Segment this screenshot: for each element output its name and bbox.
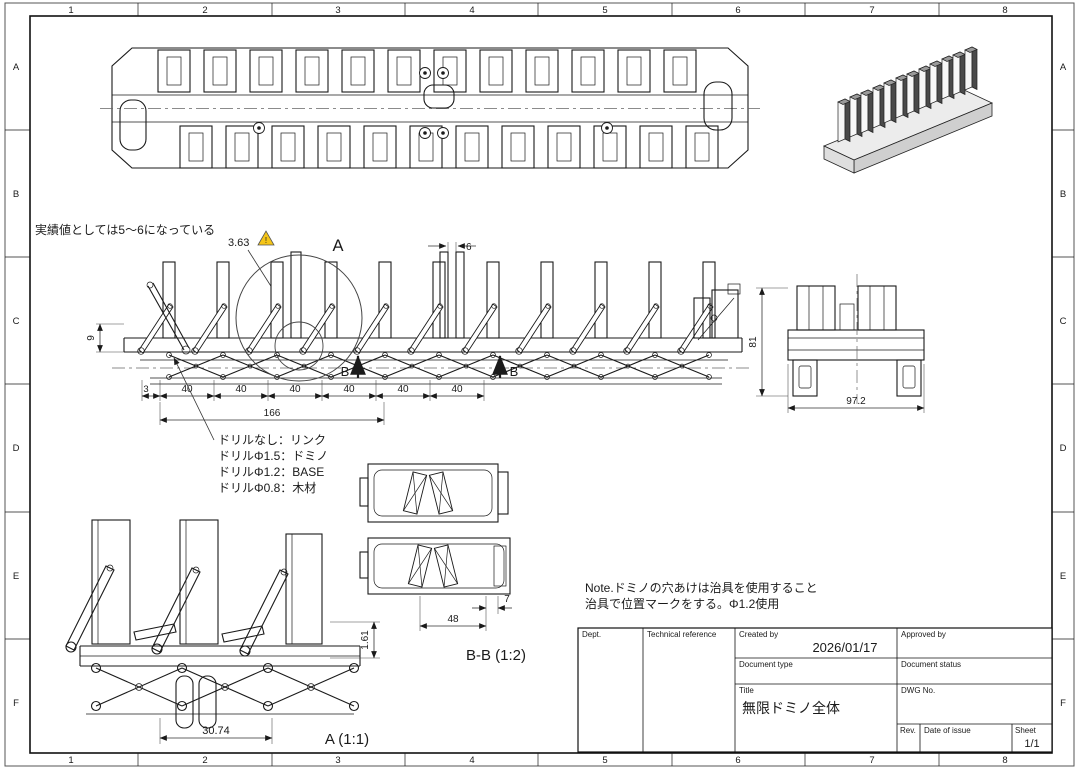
grid-label: 7 [869,5,874,16]
legend-line: ドリルΦ1.2：BASE [218,465,324,479]
dim-label: 40 [289,384,301,395]
titleblock-label-technical-reference: Technical reference [647,630,717,639]
grid-label: E [13,571,19,582]
dim-label: 40 [235,384,247,395]
legend-line: ドリルなし：リンク [218,433,326,447]
dim-label: 1.61 [360,630,371,650]
grid-label: 1 [68,5,73,16]
grid-label: F [13,698,19,709]
dim-label: 40 [343,384,355,395]
titleblock-label-title: Title [739,686,754,695]
dim-label: 97.2 [846,396,866,407]
dim-label: 7 [504,594,510,605]
drill-legend: ドリルなし：リンク ドリルΦ1.5：ドミノ ドリルΦ1.2：BASE ドリルΦ0… [218,433,328,495]
grid-label: 2 [202,755,207,766]
legend-line: ドリルΦ1.5：ドミノ [218,449,328,463]
grid-label: F [1060,698,1066,709]
legend-line: ドリルΦ0.8：木材 [218,481,316,495]
section-label: B [510,364,519,379]
grid-label: E [1060,571,1066,582]
grid-label: 8 [1002,5,1007,16]
dim-label: 81 [748,336,759,348]
drawing-frame: 1 2 3 4 5 6 7 8 1 2 3 4 5 6 7 8 A B C D … [4,2,1075,767]
detail-a-view: 1.61 30.74 A (1:1) [65,519,380,748]
grid-label: A [13,62,20,73]
dim-label: 40 [451,384,463,395]
grid-label: 3 [335,5,340,16]
grid-label: 6 [735,755,740,766]
titleblock-label-sheet: Sheet [1015,726,1037,735]
grid-label: 8 [1002,755,1007,766]
grid-label: D [13,443,20,454]
note-line: 治具で位置マークをする。Φ1.2使用 [585,596,779,611]
warning-icon: ! [257,230,275,246]
dim-label: 3 [143,384,148,395]
grid-label: B [13,189,19,200]
dim-label: 40 [181,384,193,395]
front-elevation-view: 実績値としては5〜6になっている 3.63 ! A 6 [35,222,752,441]
dim-label: 40 [397,384,409,395]
grid-label: 3 [335,755,340,766]
titleblock-label-document-type: Document type [739,660,793,669]
dim-label: 30.74 [202,725,230,737]
view-label: B-B (1:2) [466,647,526,664]
grid-label: C [1060,316,1067,327]
dim-label: 6 [466,242,472,253]
grid-label: 4 [469,755,474,766]
section-label: B [341,364,350,379]
isometric-view [823,46,993,174]
titleblock-label-date-of-issue: Date of issue [924,726,971,735]
grid-label: 7 [869,755,874,766]
dim-label: 3.63 [228,237,249,249]
titleblock-label-rev: Rev. [900,726,916,735]
grid-label: 6 [735,5,740,16]
titleblock-label-dept: Dept. [582,630,601,639]
dim-label: 9 [86,335,97,341]
titleblock-label-document-status: Document status [901,660,961,669]
grid-label: C [13,316,20,327]
grid-label: B [1060,189,1066,200]
sheet-value: 1/1 [1024,738,1039,750]
side-view: 81 97.2 [748,274,925,413]
grid-label: A [1060,62,1067,73]
titleblock-label-dwg-no: DWG No. [901,686,935,695]
grid-label: 5 [602,5,607,16]
dim-label: 48 [447,614,459,625]
detail-callout-label: A [332,237,343,255]
dim-label: 166 [264,408,281,419]
title-block: Dept. Technical reference Created by 202… [577,627,1053,753]
general-note: Note.ドミノの穴あけは治具を使用すること 治具で位置マークをする。Φ1.2使… [585,580,818,611]
drawing-title: 無限ドミノ全体 [742,700,840,716]
section-bb-view: 7 48 B-B (1:2) [359,463,526,664]
titleblock-label-created-by: Created by [739,630,778,639]
grid-label: 1 [68,755,73,766]
top-plan-view [100,47,760,169]
svg-text:!: ! [265,236,267,245]
grid-label: 4 [469,5,474,16]
grid-label: D [1060,443,1067,454]
created-by-value: 2026/01/17 [812,640,877,655]
view-label: A (1:1) [325,731,369,748]
actual-value-note: 実績値としては5〜6になっている [35,222,215,237]
grid-label: 5 [602,755,607,766]
grid-label: 2 [202,5,207,16]
note-line: Note.ドミノの穴あけは治具を使用すること [585,580,818,595]
titleblock-label-approved-by: Approved by [901,630,946,639]
